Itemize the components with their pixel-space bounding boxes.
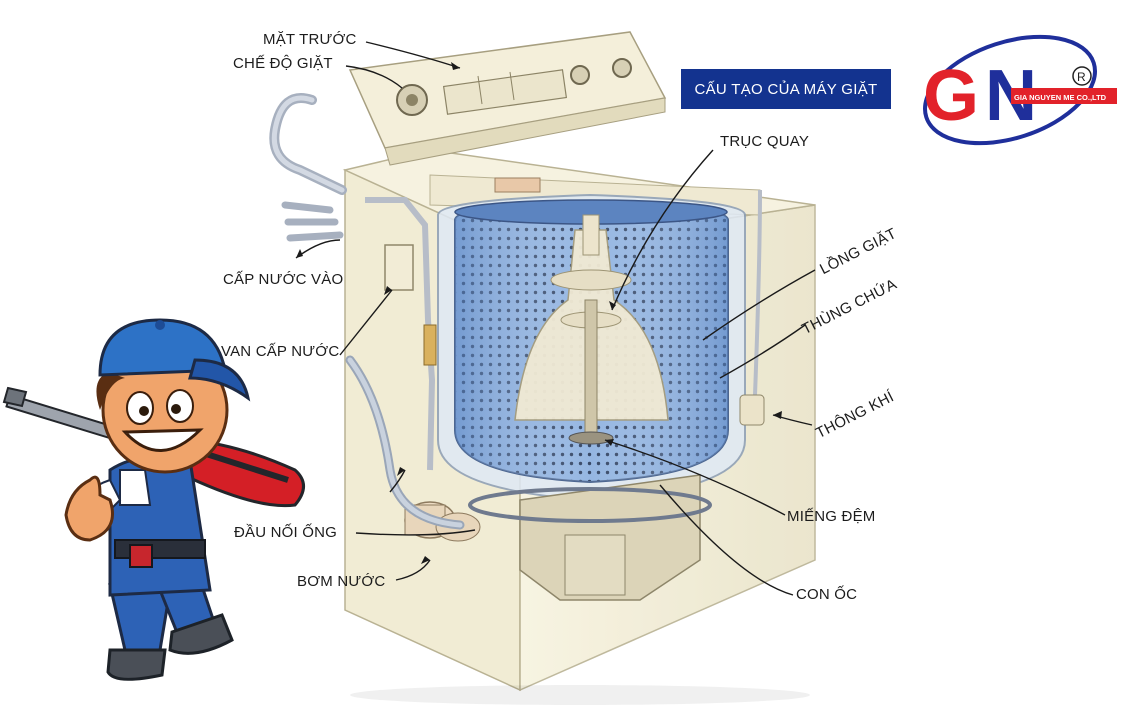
air-vent [739,189,765,426]
logo-company-name: GIA NGUYEN ME CO.,LTD [1014,93,1107,102]
label-cap-nuoc-vao: CẤP NƯỚC VÀO [223,271,344,288]
label-bom-nuoc: BƠM NƯỚC [297,573,386,590]
label-con-oc: CON ỐC [796,586,858,603]
washing-machine-illustration [269,31,816,705]
label-truc-quay: TRỤC QUAY [720,133,810,150]
label-mieng-dem: MIẾNG ĐỆM [787,508,876,525]
arrowheads [296,62,782,564]
leader-lines [295,41,816,596]
title-banner: CẤU TẠO CỦA MÁY GIẶT [681,69,891,109]
company-logo: G N R [915,20,1120,150]
svg-text:G: G [923,56,979,136]
display-panel [442,69,568,115]
water-valve [384,244,414,291]
label-che-do-giat: CHẾ ĐỘ GIẶT [233,55,333,72]
title-text: CẤU TẠO CỦA MÁY GIẶT [694,80,878,98]
label-dau-noi-ong: ĐẦU NỐI ỐNG [234,524,338,541]
label-mat-truoc: MẶT TRƯỚC [263,31,357,48]
inlet-pipe [365,197,436,471]
mechanic-mascot [2,318,305,681]
svg-text:R: R [1077,70,1086,84]
label-van-cap-nuoc: VAN CẤP NƯỚC [221,343,340,360]
